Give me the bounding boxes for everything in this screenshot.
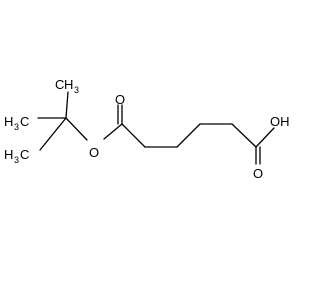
molecule-drawing: O O O OH H 3 C H 3 C C H 3 <box>4 77 290 181</box>
methyl-bottom-c: C <box>20 147 29 162</box>
atom-ester-oxygen: O <box>89 145 99 160</box>
methyl-right-label: C H 3 <box>55 77 79 95</box>
bond-chain-3 <box>176 123 201 148</box>
methyl-top-c: C <box>20 114 29 129</box>
methyl-bottom-h: H <box>4 147 13 162</box>
atom-carbonyl-oxygen-left: O <box>115 92 125 107</box>
bond-o-carbonyl <box>103 123 123 140</box>
bond-c-o-ester <box>65 117 88 141</box>
methyl-right-h: H <box>64 77 73 92</box>
atom-labels: O O O OH H 3 C H 3 C C H 3 <box>4 77 290 181</box>
atom-carbonyl-oxygen-right: O <box>253 166 263 181</box>
methyl-top-label: H 3 C <box>4 114 29 132</box>
methyl-bottom-sub: 3 <box>14 155 19 165</box>
bond-chain-1 <box>121 123 146 148</box>
methyl-top-sub: 3 <box>14 122 19 132</box>
bond-methyl-right <box>65 91 69 119</box>
methyl-bottom-label: H 3 C <box>4 147 29 165</box>
bond-methyl-bottom <box>39 117 67 151</box>
methyl-right-c: C <box>55 77 64 92</box>
bond-lines <box>37 91 275 165</box>
bond-chain-5 <box>231 123 257 148</box>
methyl-top-h: H <box>4 114 13 129</box>
structure-canvas: O O O OH H 3 C H 3 C C H 3 <box>4 77 290 181</box>
bond-acid-oh <box>255 127 275 148</box>
atom-hydroxyl: OH <box>270 114 290 129</box>
methyl-right-sub: 3 <box>74 85 79 95</box>
